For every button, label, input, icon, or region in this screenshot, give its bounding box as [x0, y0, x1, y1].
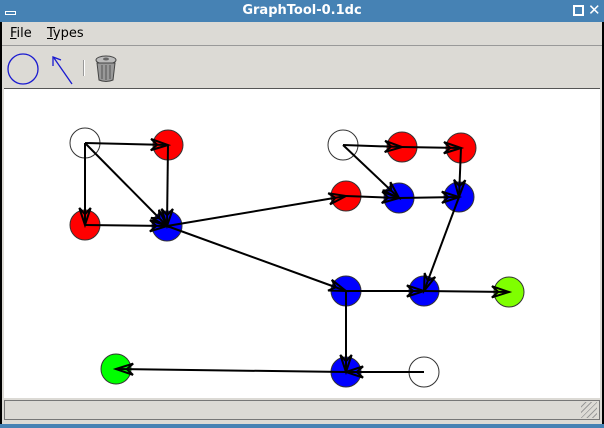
graph-canvas[interactable]	[4, 88, 600, 398]
arrowhead-icon	[491, 285, 513, 299]
graph-edge[interactable]	[84, 142, 170, 229]
close-button[interactable]: ✕	[588, 1, 601, 19]
menu-file[interactable]: File	[10, 26, 32, 41]
graph-edge[interactable]	[166, 225, 349, 293]
delete-tool-button[interactable]	[92, 52, 126, 86]
arrowhead-icon	[160, 208, 174, 230]
toolbar	[2, 48, 602, 88]
arrowhead-icon	[406, 284, 428, 298]
arrow-tool-button[interactable]	[46, 52, 80, 86]
graph-edge[interactable]	[401, 141, 465, 155]
graph-edge[interactable]	[398, 190, 463, 204]
arrowhead-icon	[327, 279, 349, 293]
graph-edge[interactable]	[339, 291, 353, 376]
main-window: File Types	[2, 22, 602, 424]
resize-grip[interactable]	[581, 402, 597, 418]
title-bar: GraphTool-0.1dc ✕	[0, 0, 604, 22]
arrow-icon	[52, 56, 73, 85]
graph-edge[interactable]	[166, 192, 350, 227]
graph-edge[interactable]	[345, 190, 403, 204]
graph-svg[interactable]	[4, 89, 600, 399]
arrowhead-icon	[112, 362, 134, 376]
arrowhead-icon	[150, 209, 170, 229]
arrowhead-icon	[78, 207, 92, 229]
arrowhead-icon	[327, 192, 350, 206]
minimize-button[interactable]	[5, 11, 16, 15]
graph-edge[interactable]	[453, 147, 467, 201]
graph-edge[interactable]	[422, 196, 460, 294]
arrowhead-icon	[441, 190, 463, 204]
graph-edge[interactable]	[423, 285, 513, 299]
menu-types[interactable]: Types	[47, 26, 84, 41]
graph-edge[interactable]	[78, 143, 92, 229]
arrowhead-icon	[150, 137, 172, 152]
status-bar	[4, 400, 600, 420]
arrowhead-icon	[443, 141, 465, 155]
arrowhead-icon	[342, 365, 364, 379]
graph-edge[interactable]	[160, 144, 174, 230]
arrowhead-icon	[453, 179, 467, 201]
graph-edge[interactable]	[342, 365, 424, 379]
trash-icon	[95, 55, 117, 82]
circle-tool-button[interactable]	[6, 52, 40, 86]
graph-edge[interactable]	[84, 137, 172, 152]
graph-edge[interactable]	[342, 139, 406, 154]
graph-edge[interactable]	[112, 362, 347, 376]
menu-bar: File Types	[2, 22, 602, 46]
taskbar	[0, 424, 604, 428]
graph-edge[interactable]	[84, 219, 171, 233]
maximize-button[interactable]	[573, 5, 584, 16]
toolbar-separator	[83, 60, 85, 76]
arrowhead-icon	[339, 354, 353, 376]
arrowhead-icon	[384, 139, 406, 154]
window-title: GraphTool-0.1dc	[242, 3, 362, 18]
circle-icon	[7, 53, 39, 85]
arrowhead-icon	[381, 190, 403, 204]
arrowhead-icon	[149, 219, 171, 233]
graph-edge[interactable]	[346, 284, 428, 298]
arrowhead-icon	[422, 272, 437, 294]
